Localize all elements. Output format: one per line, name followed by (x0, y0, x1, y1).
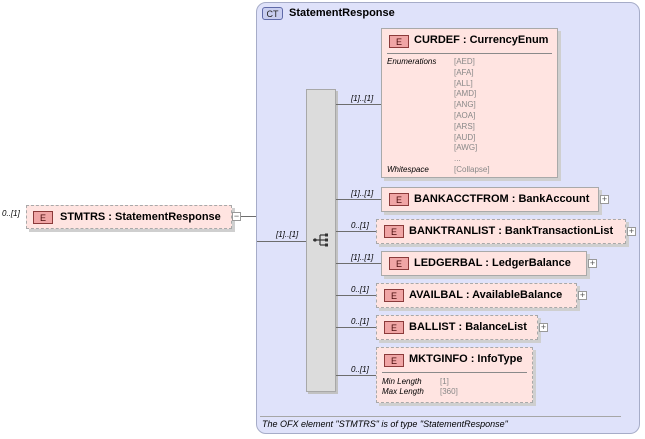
enumeration-value: [AUD] (454, 132, 476, 142)
element-badge: E (33, 211, 53, 224)
element-title: BANKTRANLIST : BankTransactionList (409, 225, 614, 237)
root-element-name: STMTRS (60, 211, 106, 223)
expand-button[interactable]: + (588, 258, 597, 268)
element-badge: E (389, 193, 409, 206)
connector-line (336, 263, 381, 264)
root-element-type: StatementResponse (115, 211, 221, 223)
element-curdef[interactable]: E CURDEF : CurrencyEnum Enumerations [AE… (381, 28, 558, 178)
enumerations-label: Enumerations (387, 57, 437, 66)
element-title: LEDGERBAL : LedgerBalance (414, 257, 571, 269)
element-badge: E (384, 289, 404, 302)
footer-divider (260, 416, 621, 417)
connector-line (336, 375, 376, 376)
element-title: MKTGINFO : InfoType (409, 353, 523, 365)
collapse-button[interactable]: − (232, 211, 241, 221)
element-title: AVAILBAL : AvailableBalance (409, 289, 563, 301)
complex-type-title: StatementResponse (289, 7, 395, 19)
mktginfo-cardinality: 0..[1] (351, 365, 369, 374)
min-length-label: Min Length (382, 377, 422, 386)
enumeration-value: [ARS] (454, 121, 475, 131)
expand-button[interactable]: + (627, 226, 636, 236)
child-element-availbal[interactable]: E AVAILBAL : AvailableBalance (376, 283, 577, 308)
connector-line (336, 327, 376, 328)
child-element-bankacctfrom[interactable]: E BANKACCTFROM : BankAccount (381, 187, 599, 212)
connector-line (336, 199, 381, 200)
curdef-cardinality: [1]..[1] (351, 94, 374, 103)
child-cardinality: 0..[1] (351, 317, 369, 326)
element-badge: E (384, 225, 404, 238)
child-element-ballist[interactable]: E BALLIST : BalanceList (376, 315, 538, 340)
child-cardinality: 0..[1] (351, 285, 369, 294)
connector-line (241, 216, 257, 217)
connector-line (257, 241, 306, 242)
whitespace-value: [Collapse] (454, 165, 490, 174)
whitespace-label: Whitespace (387, 165, 429, 174)
root-sep: : (108, 211, 112, 223)
element-mktginfo[interactable]: E MKTGINFO : InfoType Min Length [1] Max… (376, 347, 533, 403)
enumeration-value: [AMD] (454, 89, 477, 99)
root-cardinality: 0..[1] (2, 209, 20, 218)
connector-line (336, 104, 381, 105)
element-badge: E (384, 354, 404, 367)
expand-button[interactable]: + (539, 322, 548, 332)
enumeration-value: [AFA] (454, 67, 474, 77)
element-badge: E (389, 35, 409, 48)
element-title: CURDEF : CurrencyEnum (414, 34, 549, 46)
divider (387, 53, 552, 54)
sequence-icon (313, 233, 328, 247)
enumeration-value: ... (454, 154, 461, 164)
element-badge: E (389, 257, 409, 270)
sequence-cardinality: [1]..[1] (276, 230, 299, 239)
enumeration-value: [AOA] (454, 111, 476, 120)
max-length-value: [360] (440, 387, 458, 396)
expand-button[interactable]: + (600, 194, 609, 204)
enumeration-value: [AWG] (454, 143, 478, 153)
enumeration-value: [ANG] (454, 100, 476, 110)
min-length-value: [1] (440, 377, 449, 386)
footer-description: The OFX element "STMTRS" is of type "Sta… (262, 419, 508, 429)
connector-line (336, 295, 376, 296)
enumeration-value: [AED] (454, 57, 475, 66)
child-cardinality: [1]..[1] (351, 189, 374, 198)
complex-type-badge: CT (262, 7, 283, 20)
divider (382, 372, 527, 373)
enumeration-value: [ALL] (454, 78, 473, 88)
root-element-stmtrs[interactable]: E STMTRS : StatementResponse (26, 205, 232, 229)
element-badge: E (384, 321, 404, 334)
element-title: BANKACCTFROM : BankAccount (414, 193, 590, 205)
max-length-label: Max Length (382, 387, 424, 396)
child-element-banktranlist[interactable]: E BANKTRANLIST : BankTransactionList (376, 219, 626, 244)
child-element-ledgerbal[interactable]: E LEDGERBAL : LedgerBalance (381, 251, 587, 276)
expand-button[interactable]: + (578, 290, 587, 300)
child-cardinality: [1]..[1] (351, 253, 374, 262)
connector-line (336, 231, 376, 232)
element-title: BALLIST : BalanceList (409, 321, 527, 333)
child-cardinality: 0..[1] (351, 221, 369, 230)
